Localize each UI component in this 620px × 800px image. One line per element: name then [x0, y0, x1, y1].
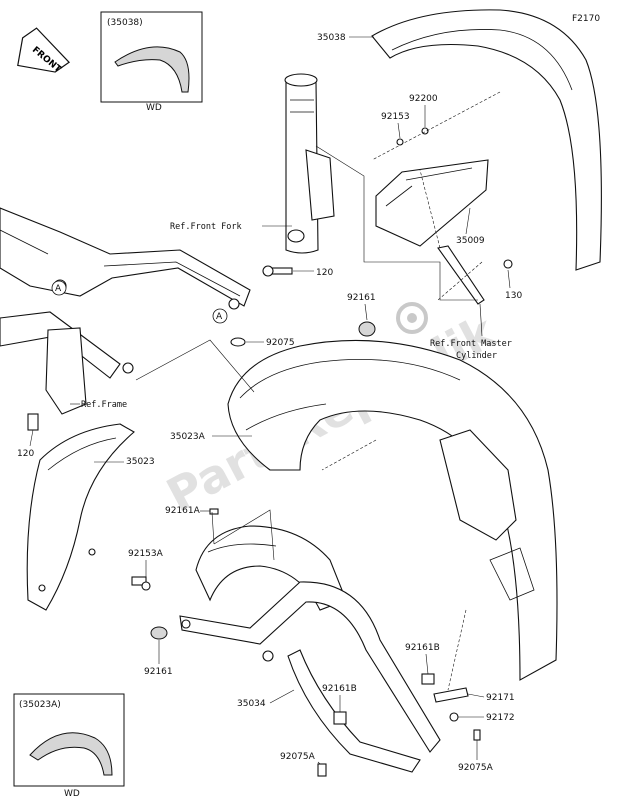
front-fender-35038 [371, 9, 602, 271]
label-120-top: 120 [316, 268, 333, 278]
inset-top-part: (35038) [107, 18, 143, 28]
inset-bottom: (35023A) WD [13, 693, 125, 799]
label-92075: 92075 [266, 338, 295, 348]
label-35034: 35034 [237, 699, 266, 709]
inset-top: (35038) WD [100, 11, 203, 113]
label-35023A: 35023A [170, 432, 206, 442]
side-cover-35023 [26, 423, 135, 611]
figure-code: F2170 [572, 14, 600, 24]
fender-inset-top-shape [114, 46, 190, 93]
label-92161B-right: 92161B [405, 643, 440, 653]
bolt-92153A [131, 576, 151, 591]
front-fork [284, 73, 335, 254]
clip-92075A-left [317, 763, 327, 777]
label-92153A: 92153A [128, 549, 164, 559]
inset-bottom-part: (35023A) [19, 700, 61, 710]
front-arrow-icon: FRONT [17, 27, 71, 75]
inset-top-note: WD [146, 103, 162, 113]
label-92172: 92172 [486, 713, 515, 723]
part-92161B-mid [333, 711, 347, 725]
callout-a2: A [212, 308, 228, 324]
ref-master-line2: Cylinder [456, 351, 497, 361]
label-35023: 35023 [126, 457, 155, 467]
label-92075A-right: 92075A [458, 763, 494, 773]
grommet-92075 [230, 337, 246, 347]
watermark-gear-icon [396, 302, 428, 334]
callout-a1: A [51, 280, 67, 296]
label-92161B-mid: 92161B [322, 684, 357, 694]
clip-92075A-right [473, 729, 481, 741]
cable-clamp [437, 245, 485, 305]
washer-92161-bottom [150, 626, 168, 640]
label-120-left: 120 [17, 449, 34, 459]
frame [0, 207, 251, 415]
screw-92172 [449, 712, 459, 722]
callout-a1-text: A [55, 284, 62, 294]
rear-fender-35023A [227, 339, 558, 681]
strip-92171 [433, 687, 469, 703]
bolt-120-top [262, 265, 293, 277]
callout-a2-text: A [216, 312, 223, 322]
inset-bottom-note: WD [64, 789, 80, 799]
label-92171: 92171 [486, 693, 515, 703]
label-92200: 92200 [409, 94, 438, 104]
label-92153: 92153 [381, 112, 410, 122]
washer-92161-top [358, 321, 376, 337]
bolt-120-left [27, 413, 39, 431]
bracket-35009 [375, 159, 489, 247]
label-92161-bottom: 92161 [144, 667, 173, 677]
label-92161-top: 92161 [347, 293, 376, 303]
label-92075A-left: 92075A [280, 752, 316, 762]
ref-front-fork: Ref.Front Fork [170, 222, 242, 232]
ref-master-line1: Ref.Front Master [430, 339, 512, 349]
label-35038: 35038 [317, 33, 346, 43]
label-130: 130 [505, 291, 522, 301]
bolt-130 [503, 259, 513, 269]
part-92161B-right [421, 673, 435, 685]
fender-stay-35034 [179, 581, 441, 773]
part-92161A [209, 508, 219, 515]
ref-frame: Ref.Frame [81, 400, 127, 410]
fender-inset-bottom-shape [29, 732, 113, 776]
label-35009: 35009 [456, 236, 485, 246]
label-92161A: 92161A [165, 506, 201, 516]
